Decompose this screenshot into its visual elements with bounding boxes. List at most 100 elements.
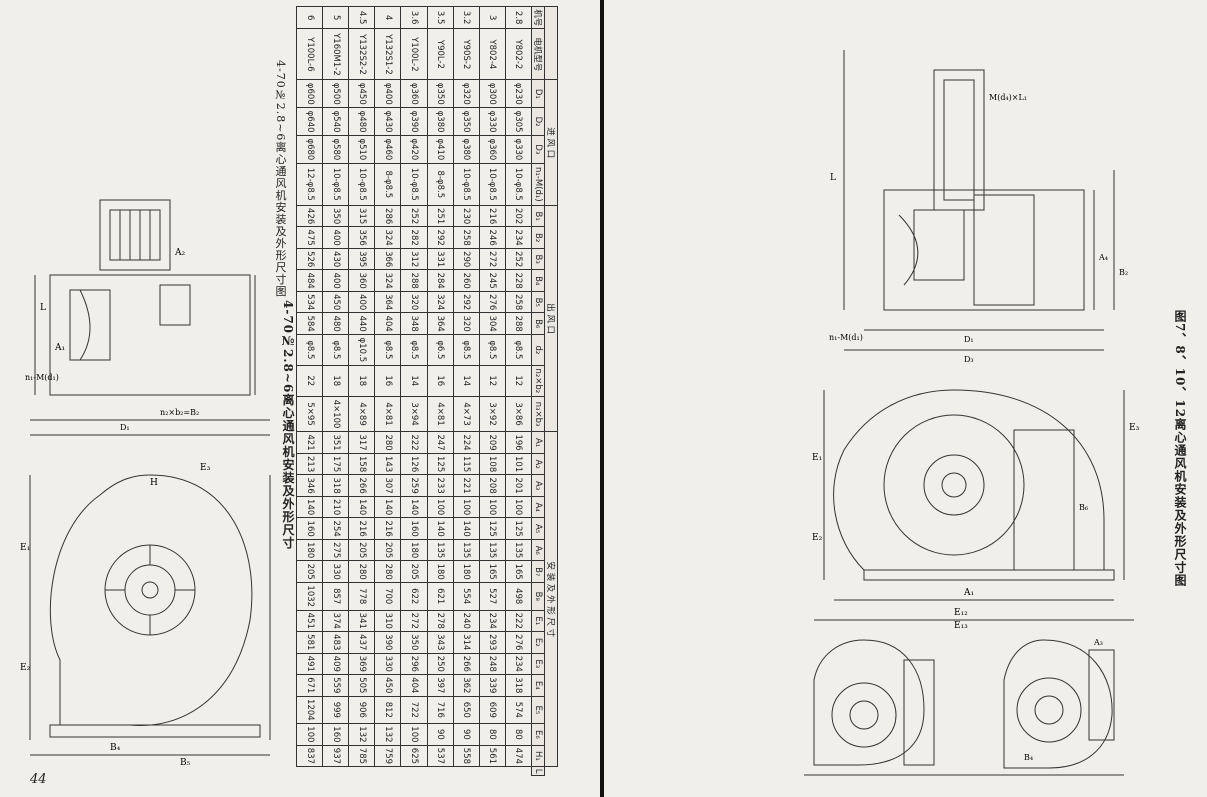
table-cell: 999 <box>322 696 349 724</box>
table-cell: 314 <box>453 631 480 654</box>
table-cell: 324 <box>374 269 401 292</box>
table-cell: 574 <box>505 696 532 724</box>
table-cell: 10-φ8.5 <box>479 163 506 206</box>
column-header: B₇ <box>531 560 545 583</box>
table-cell: 290 <box>453 248 480 270</box>
table-cell: 5×95 <box>296 396 323 432</box>
table-cell: 282 <box>400 226 428 249</box>
table-cell: 622 <box>400 582 428 611</box>
table-cell: 201 <box>505 474 532 497</box>
table-cell: 135 <box>427 539 454 561</box>
table-cell: 400 <box>348 291 375 313</box>
right-label-a1: A₁ <box>963 588 974 598</box>
table-cell: 143 <box>374 453 401 475</box>
table-cell: 132 <box>348 723 375 746</box>
table-cell: 480 <box>322 312 349 335</box>
table-cell: 135 <box>505 539 532 561</box>
table-cell: 374 <box>322 610 349 632</box>
column-header: A₂ <box>531 453 545 475</box>
table-cell: 430 <box>322 248 349 270</box>
table-cell: 505 <box>348 674 375 697</box>
table-cell: 366 <box>374 248 401 270</box>
table-cell: 280 <box>374 560 401 583</box>
right-label-b4: B₄ <box>1024 753 1033 762</box>
column-header: H₁ <box>531 745 545 767</box>
table-cell: 216 <box>348 517 375 540</box>
table-cell: 208 <box>479 474 506 497</box>
right-label-b2: B₂ <box>1119 268 1128 277</box>
group-header-outlet: 出 风 口 <box>544 205 558 432</box>
table-cell: Y100L-6 <box>296 28 323 80</box>
column-header: B₄ <box>531 269 545 292</box>
column-header: E₆ <box>531 723 545 746</box>
front-elevation-drawing: E₁ E₂ E₃ H B₄ B₅ <box>20 463 271 768</box>
table-cell: 165 <box>505 560 532 583</box>
table-cell: φ500 <box>322 79 349 108</box>
table-cell: 351 <box>322 431 349 454</box>
table-cell: 196 <box>505 431 532 454</box>
book-spine <box>600 0 604 797</box>
page-number: 44 <box>30 772 47 787</box>
left-page: L A₁ A₂ n₁-M(d₁) n₂×b₂=B₂ D₁ E₁ E₂ E₃ H … <box>0 0 600 797</box>
right-side-elevation-drawing: L M(d₄)×L₁ A₄ B₂ n₁-M(d₁) D₁ D₃ <box>829 50 1128 364</box>
column-header: E₄ <box>531 674 545 697</box>
table-cell: 278 <box>427 610 454 632</box>
right-label-m-d4: n₁-M(d₁) <box>829 333 863 342</box>
table-cell: 101 <box>505 453 532 475</box>
table-cell: 10-φ8.5 <box>322 163 349 206</box>
table-cell: 581 <box>296 631 323 654</box>
table-cell: 4.5 <box>348 6 375 29</box>
table-cell: φ330 <box>479 107 506 136</box>
table-cell: 292 <box>427 226 454 249</box>
table-cell: 785 <box>348 745 375 767</box>
table-cell: 364 <box>374 291 401 313</box>
group-header-inlet: 进 风 口 <box>544 79 558 206</box>
table-cell: 404 <box>374 312 401 335</box>
right-label-e1: E₁ <box>812 453 822 463</box>
column-header: D₃ <box>531 135 545 164</box>
table-cell: 80 <box>479 723 506 746</box>
table-cell: 165 <box>479 560 506 583</box>
right-label-e13: E₁₃ <box>954 621 968 630</box>
table-cell: 250 <box>427 653 454 675</box>
table-cell: φ350 <box>427 79 454 108</box>
table-cell: 10-φ8.5 <box>505 163 532 206</box>
table-cell: Y90S-2 <box>453 28 480 80</box>
table-cell: 3×94 <box>400 396 428 432</box>
table-cell: 356 <box>348 226 375 249</box>
table-cell: 346 <box>296 474 323 497</box>
drawing-label-a2: A₂ <box>174 248 185 258</box>
table-cell: 16 <box>427 365 454 397</box>
table-cell: φ305 <box>505 107 532 136</box>
table-title: 4-70№2.8~6离心通风机安装及外形尺寸 <box>281 300 295 550</box>
drawing-label-m-d4: n₁-M(d₁) <box>25 373 59 382</box>
table-cell: 280 <box>374 431 401 454</box>
table-cell: 12-φ8.5 <box>296 163 323 206</box>
table-cell: φ8.5 <box>400 334 428 366</box>
table-cell: 343 <box>427 631 454 654</box>
column-header: B₃ <box>531 248 545 270</box>
table-cell: 625 <box>400 745 428 767</box>
table-cell: 18 <box>322 365 349 397</box>
table-cell: 252 <box>400 205 428 227</box>
table-cell: 450 <box>374 674 401 697</box>
table-cell: 400 <box>322 226 349 249</box>
column-header: E₁ <box>531 610 545 632</box>
table-cell: 210 <box>322 496 349 518</box>
table-cell: 80 <box>505 723 532 746</box>
right-label-a3: A₃ <box>1093 638 1103 647</box>
table-cell: 397 <box>427 674 454 697</box>
table-cell: 4 <box>374 6 401 29</box>
column-header: D₁ <box>531 79 545 108</box>
table-cell: φ10.5 <box>348 334 375 366</box>
table-cell: 140 <box>427 517 454 540</box>
table-cell: 276 <box>479 291 506 313</box>
table-cell: φ8.5 <box>374 334 401 366</box>
table-cell: 222 <box>505 610 532 632</box>
side-elevation-drawing: L A₁ A₂ n₁-M(d₁) n₂×b₂=B₂ D₁ <box>25 199 270 436</box>
drawing-label-b4: B₄ <box>110 743 121 753</box>
table-cell: 100 <box>296 723 323 746</box>
table-cell: 140 <box>348 496 375 518</box>
table-cell: 132 <box>374 723 401 746</box>
